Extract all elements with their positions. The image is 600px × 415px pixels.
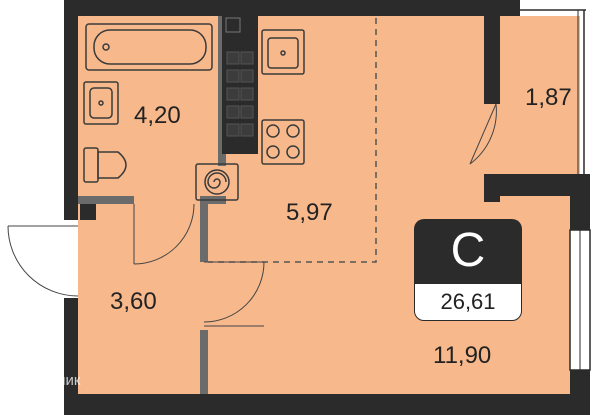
balcony-area-label: 1,87: [525, 84, 572, 111]
bathroom-area-label: 4,20: [134, 102, 181, 129]
vent-small-left: [80, 204, 96, 220]
apartment-type-letter: С: [414, 219, 522, 283]
wall-hall-vertical: [200, 196, 208, 262]
door-swing-bathroom: [133, 203, 195, 265]
door-swing-balcony: [469, 103, 497, 165]
wall-right-bottom: [570, 370, 590, 415]
wall-left-upper: [64, 0, 78, 220]
bathroom-sink-fixture: [83, 81, 119, 125]
wall-right-lower: [570, 196, 590, 230]
boiler-fixture: [195, 163, 239, 201]
door-swing-room: [203, 261, 265, 327]
wall-left-lower: [64, 298, 78, 415]
apartment-type-badge: С 26,61: [414, 219, 522, 321]
wall-balcony-bottom: [484, 174, 590, 196]
watermark-logo-icon: ⌂: [8, 372, 18, 389]
watermark: ⌂ Домклик: [8, 372, 80, 389]
wall-bath-bottom: [78, 196, 134, 204]
toilet-fixture: [83, 147, 127, 183]
living-area-label: 11,90: [433, 342, 492, 369]
watermark-text: Домклик: [21, 372, 81, 389]
wall-top: [64, 0, 520, 16]
door-swing-entrance: [7, 225, 79, 297]
wall-bottom: [64, 394, 590, 415]
kitchen-area-label: 5,97: [286, 199, 333, 226]
floor-balcony: [500, 16, 580, 180]
vent-shaft-grid: [226, 51, 254, 137]
wall-balcony-bottom-stub: [484, 174, 500, 202]
hallway-area-label: 3,60: [110, 288, 157, 315]
bathtub-fixture: [85, 23, 213, 71]
vent-small-top: [225, 17, 241, 33]
total-area-value: 26,61: [414, 283, 522, 321]
wall-hall-lower: [200, 330, 208, 394]
stove-fixture: [261, 119, 305, 165]
wall-balcony-pillar: [484, 0, 500, 104]
kitchen-sink-fixture: [261, 29, 305, 75]
